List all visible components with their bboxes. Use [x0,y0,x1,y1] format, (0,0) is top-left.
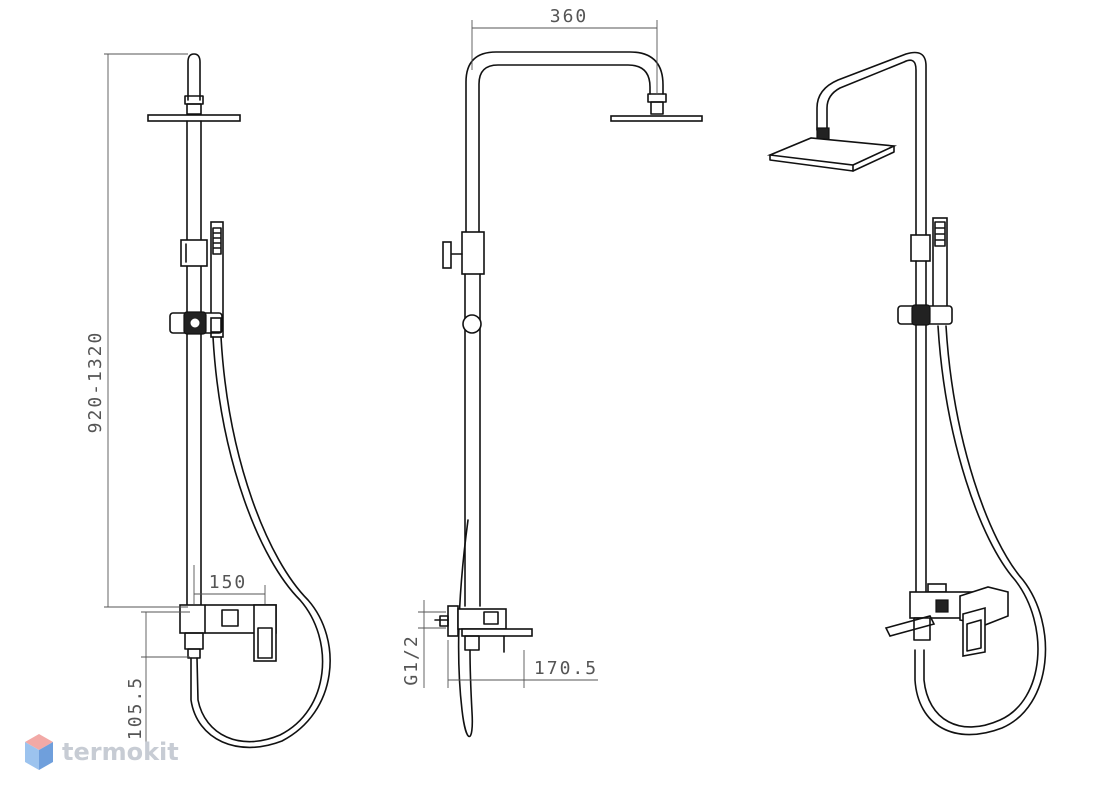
front-dimensions: 920-1320 150 105.5 [85,53,266,742]
front-view [147,53,331,749]
dim-height-range: 920-1320 [85,331,106,434]
front-upper-bracket [180,239,208,267]
side-diverter-knob [442,241,452,269]
side-slider [462,314,482,334]
front-head-arm [187,53,201,101]
perspective-view [766,51,1047,736]
dim-thread: G1/2 [401,634,422,685]
dim-inlet-offset: 105.5 [125,676,146,740]
side-dimensions: 360 G1/2 170.5 [401,6,658,688]
cube-logo-icon [25,734,53,770]
persp-upper-bracket [910,234,931,262]
side-shower-arm [465,51,664,233]
side-mixer-inlet [447,605,459,637]
front-hand-shower [210,221,224,338]
front-shower-head [147,114,241,122]
front-hose [196,336,324,743]
dim-arm-length: 360 [550,6,589,27]
side-diverter-housing [461,231,485,275]
dim-spout-length: 170.5 [534,658,598,679]
front-head-joint [186,103,202,115]
persp-spout [884,615,936,637]
persp-shower-arm [826,59,917,236]
persp-hose [923,325,1039,728]
side-spout [461,628,533,637]
side-view [434,51,703,738]
side-shower-head [610,115,703,122]
front-hand-shower-spray [212,227,222,255]
brand-logo-text: termokit [62,738,179,766]
front-mixer-handle [253,604,277,662]
dim-outlet-projection: 150 [209,572,248,593]
brand-logo: termokit [24,733,179,771]
